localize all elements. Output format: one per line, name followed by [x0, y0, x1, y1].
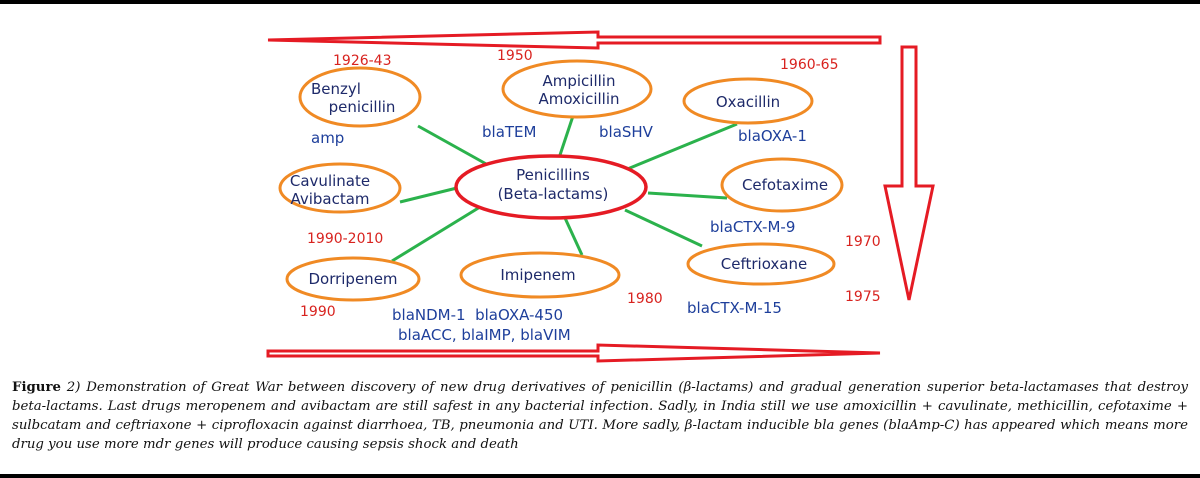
spoke-oxacillin — [624, 122, 738, 172]
diagram: Penicillins (Beta-lactams) Benzyl penici… — [266, 30, 935, 363]
drug-ampicillin-line1: Ampicillin — [543, 72, 616, 90]
drug-cefotaxime-label: Cefotaxime — [742, 176, 828, 194]
drug-cefotaxime: Cefotaxime — [720, 157, 844, 213]
gene-blaCTX-M-15: blaCTX-M-15 — [687, 299, 782, 317]
drug-benzyl-line2: penicillin — [329, 98, 396, 116]
spoke-benzyl — [417, 124, 498, 172]
bottom-arrow — [266, 343, 881, 363]
drug-cavulinate: Cavulinate Avibactam — [278, 162, 402, 214]
gene-labels: amp blaTEM blaSHV blaOXA-1 blaCTX-M-9 bl… — [311, 123, 807, 344]
drug-cavulinate-line2: Avibactam — [290, 190, 369, 208]
drug-ampicillin: Ampicillin Amoxicillin — [501, 59, 653, 119]
year-1980: 1980 — [627, 291, 663, 307]
year-1975: 1975 — [845, 289, 881, 305]
spoke-imipenem — [563, 217, 584, 256]
top-arrow — [267, 30, 882, 50]
drug-dorripenem: Dorripenem — [285, 256, 421, 302]
gene-blaCTX-M-9: blaCTX-M-9 — [710, 218, 795, 236]
drug-oxacillin-label: Oxacillin — [716, 93, 780, 111]
drug-imipenem-label: Imipenem — [500, 266, 575, 284]
year-1990: 1990 — [300, 304, 336, 320]
hub-label-line2: (Beta-lactams) — [498, 185, 609, 203]
gene-blaACC-IMP-VIM: blaACC, blaIMP, blaVIM — [398, 326, 571, 344]
spoke-dorripenem — [391, 205, 481, 263]
figure-label: Figure — [12, 380, 61, 395]
spoke-cefotaxime — [647, 191, 728, 200]
year-1950: 1950 — [497, 48, 533, 64]
drug-cavulinate-line1: Cavulinate — [290, 172, 370, 190]
year-labels: 1926-43 1950 1960-65 1990-2010 1970 1990… — [300, 48, 881, 320]
drug-oxacillin: Oxacillin — [682, 77, 814, 125]
hub-label-line1: Penicillins — [516, 166, 590, 184]
drug-imipenem: Imipenem — [459, 251, 621, 299]
figure-caption: Figure 2) Demonstration of Great War bet… — [12, 378, 1188, 454]
year-1990-2010: 1990-2010 — [307, 231, 383, 247]
top-border-line — [0, 0, 1200, 4]
drug-dorripenem-label: Dorripenem — [308, 270, 397, 288]
spokes — [391, 115, 738, 263]
drug-ampicillin-line2: Amoxicillin — [538, 90, 619, 108]
gene-blaOXA-1: blaOXA-1 — [738, 127, 807, 145]
bottom-border-line — [0, 474, 1200, 478]
drug-ceftrioxane: Ceftrioxane — [686, 242, 836, 286]
year-1926-43: 1926-43 — [333, 53, 392, 69]
year-1970: 1970 — [845, 234, 881, 250]
gene-blaNDM-blaOXA: blaNDM-1 blaOXA-450 — [392, 306, 563, 324]
hub-node: Penicillins (Beta-lactams) — [454, 154, 648, 220]
spoke-cavulinate — [399, 185, 462, 204]
year-1960-65: 1960-65 — [780, 57, 839, 73]
spoke-ampicillin — [557, 115, 575, 159]
right-down-arrow — [883, 45, 935, 301]
gene-amp: amp — [311, 129, 344, 147]
drug-benzyl-line1: Benzyl — [311, 80, 361, 98]
drug-ceftrioxane-label: Ceftrioxane — [721, 255, 807, 273]
gene-blaSHV: blaSHV — [599, 123, 654, 141]
spoke-ceftrioxane — [624, 208, 703, 248]
figure-caption-text: 2) Demonstration of Great War between di… — [12, 380, 1188, 452]
gene-blaTEM: blaTEM — [482, 123, 536, 141]
drug-benzyl: Benzyl penicillin — [298, 66, 422, 128]
